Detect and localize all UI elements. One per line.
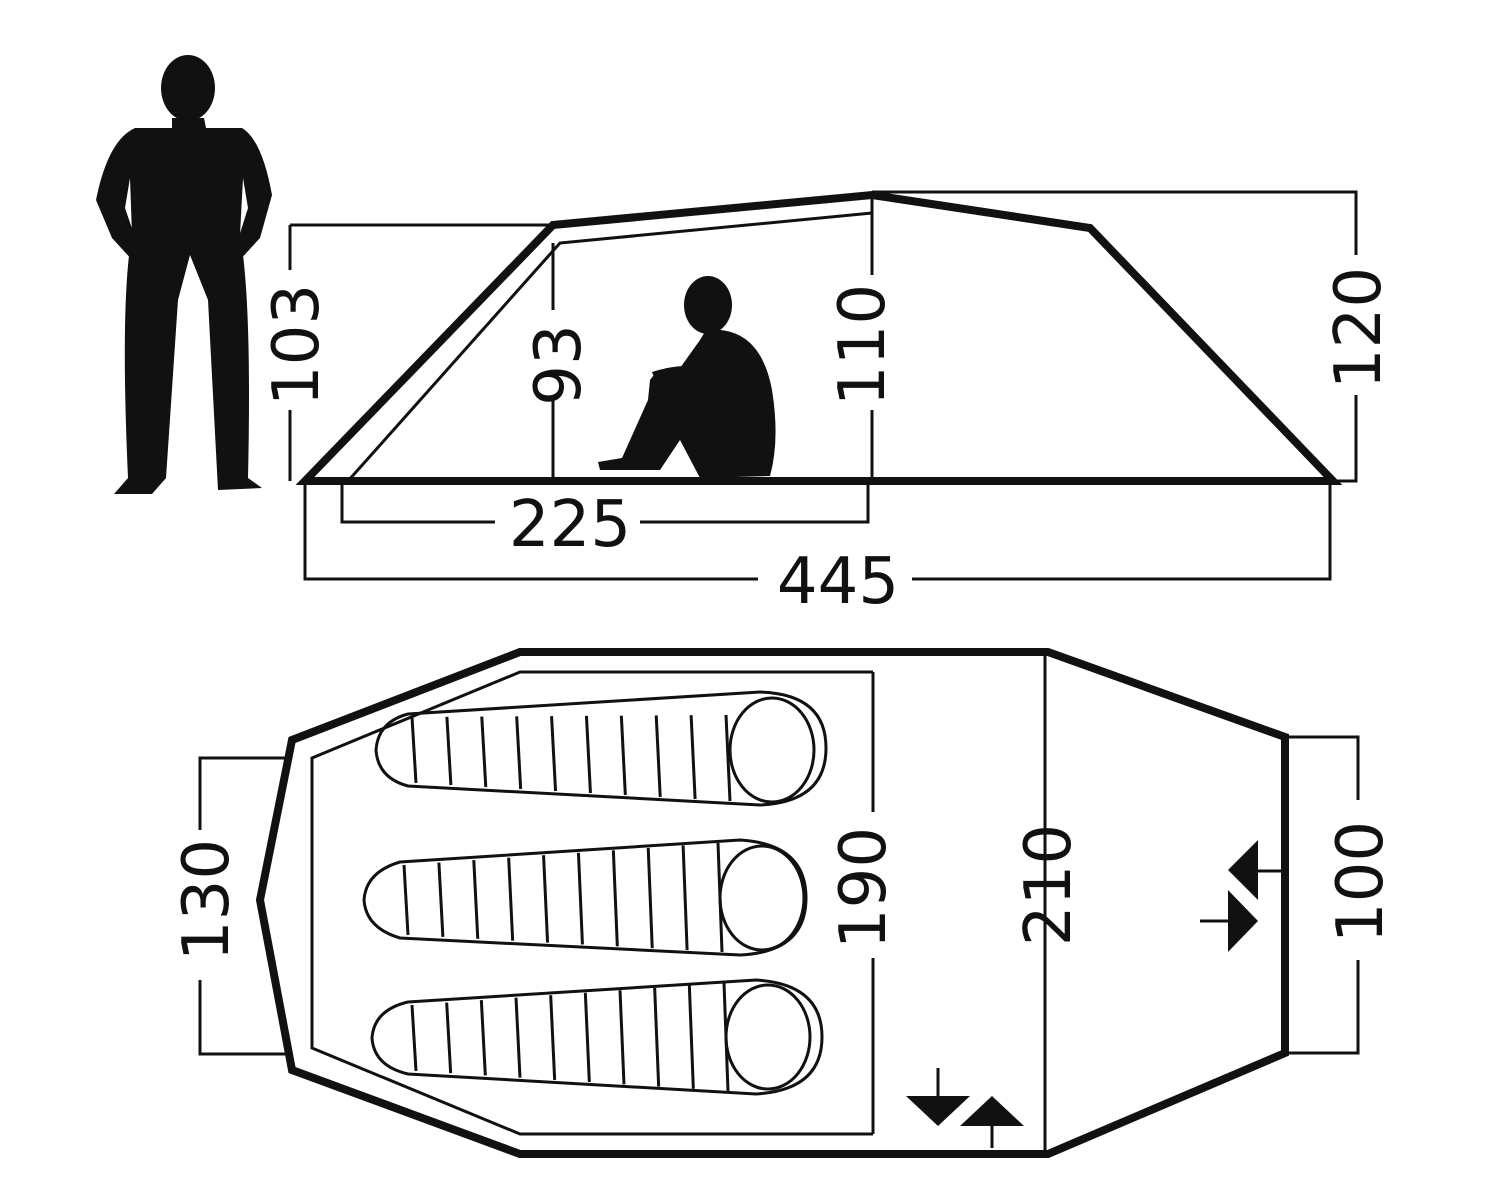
label-height-max: 120 [1322, 267, 1396, 389]
label-width-front: 100 [1324, 821, 1398, 943]
label-inner-tent-length: 190 [827, 827, 901, 949]
side-inner-tent [346, 211, 873, 482]
dim-line-445 [303, 481, 1332, 581]
side-outer-fly [295, 190, 1343, 485]
sleeping-bag-stripe [654, 715, 662, 798]
sleeping-bag-stripe [583, 992, 591, 1083]
sleeping-bag-stripe [479, 1000, 487, 1076]
sleeping-bag-stripe [542, 855, 550, 943]
sleeping-bag-stripe [619, 715, 627, 796]
sleeping-bag-stripe [445, 716, 453, 786]
sleeping-bag-stripe [410, 1004, 418, 1072]
sleeping-bag-icon [374, 690, 828, 807]
sleeping-bag-stripe [687, 985, 695, 1089]
floor-plan [198, 648, 1360, 1158]
sleeping-bag-stripe [402, 864, 410, 936]
dim-line-120 [872, 190, 1358, 483]
sleeping-bag-stripe [576, 852, 584, 945]
dim-line-225 [340, 481, 870, 524]
sleeping-bag-stripe [480, 716, 488, 788]
standing-person-silhouette-icon [96, 55, 272, 494]
sleeping-bag-stripe [437, 862, 445, 937]
sleeping-bag-stripe [472, 860, 480, 939]
sleeping-bag-stripe [716, 842, 724, 953]
sleeping-bag-stripe [514, 997, 522, 1078]
label-height-rear: 103 [260, 284, 334, 406]
dim-line-130 [198, 756, 292, 1056]
label-inner-length: 225 [509, 488, 631, 562]
label-height-inner-rear: 93 [522, 324, 596, 405]
sleeping-bag-stripe [646, 847, 654, 949]
entrance-arrows-icon [1200, 840, 1285, 952]
sitting-person-silhouette-icon [598, 276, 776, 478]
sleeping-bag-stripe [445, 1002, 453, 1074]
label-height-inner-front: 110 [826, 284, 900, 406]
entrance-arrows-icon [906, 1068, 1024, 1148]
sleeping-bag-stripe [653, 987, 661, 1087]
dim-line-103 [288, 223, 553, 481]
floor-outer-fly [255, 648, 1289, 1158]
label-total-length: 445 [777, 545, 899, 619]
sleeping-bag-stripe [584, 715, 592, 794]
side-view [288, 190, 1358, 581]
floor-inner-tent [310, 670, 873, 1136]
sleeping-bag-stripe [618, 990, 626, 1085]
sleeping-bag-stripe [724, 714, 732, 802]
sleeping-bag-icon [362, 838, 808, 957]
sleeping-bag-stripe [549, 995, 557, 1080]
sleeping-bag-stripe [410, 716, 418, 784]
dim-line-100 [1285, 735, 1360, 1055]
sleeping-bag-stripe [689, 715, 697, 800]
label-width-rear: 130 [170, 839, 244, 961]
sleeping-bag-stripe [681, 845, 689, 951]
sleeping-bag-stripe [611, 850, 619, 947]
sleeping-bag-stripe [550, 716, 558, 792]
sleeping-bag-stripe [507, 857, 515, 941]
sleeping-bag-icon [370, 978, 824, 1096]
sleeping-bag-stripe [515, 716, 523, 790]
label-vestibule-width: 210 [1012, 824, 1086, 946]
sleeping-bag-stripe [722, 982, 730, 1092]
